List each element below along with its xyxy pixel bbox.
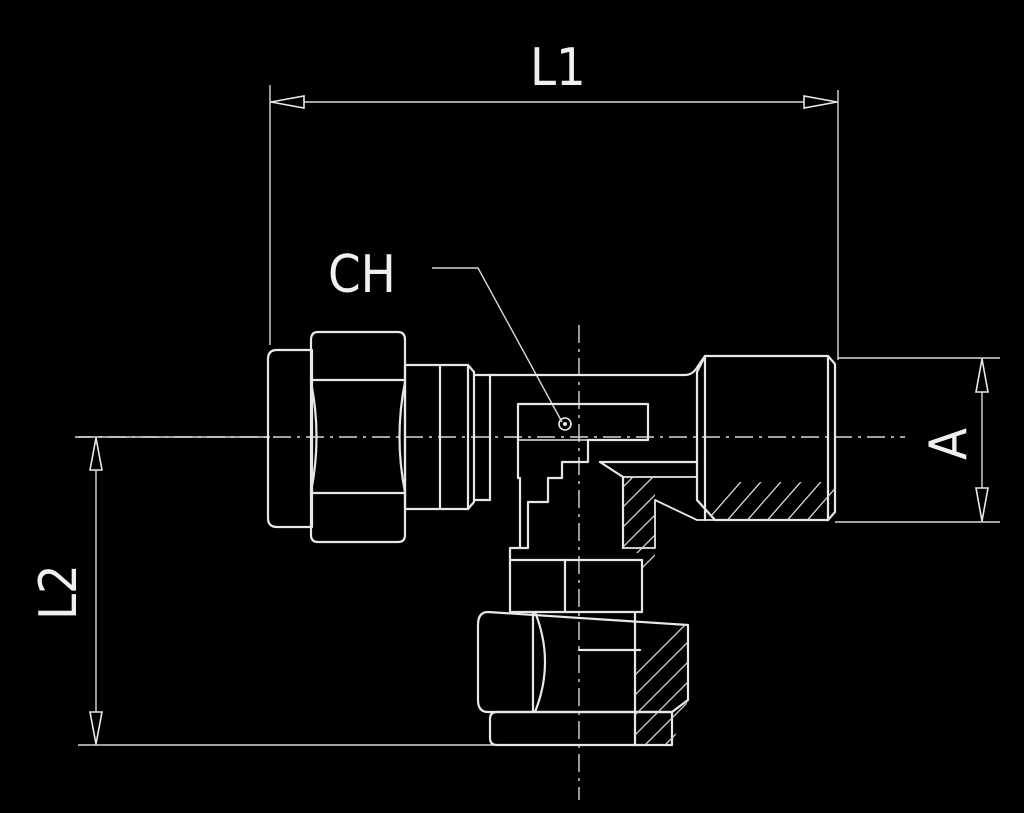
dimension-label-a: A	[919, 428, 979, 460]
dimension-l2	[78, 436, 495, 746]
dimension-a	[835, 357, 1000, 523]
label-ch: CH	[328, 245, 396, 305]
dimension-label-l1: L1	[530, 38, 586, 98]
dimension-l1	[269, 85, 839, 360]
bottom-connection	[476, 546, 690, 747]
left-connection	[266, 330, 492, 544]
dimension-label-l2: L2	[29, 564, 89, 620]
ch-leader	[432, 267, 572, 431]
body	[488, 354, 707, 550]
